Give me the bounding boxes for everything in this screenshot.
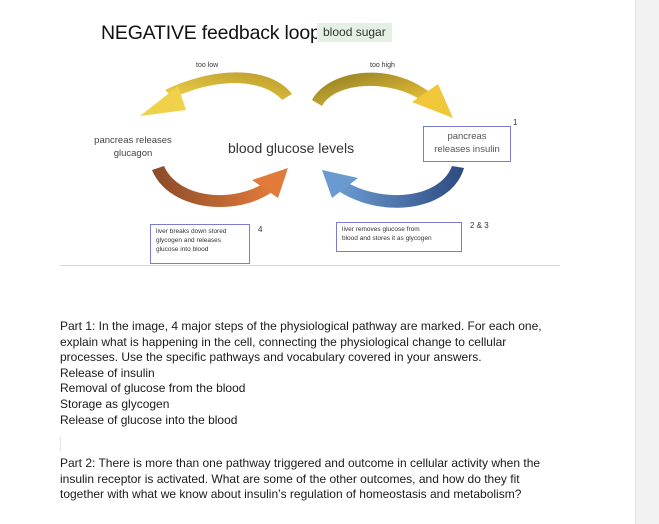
pancreas-insulin-box: pancreas releases insulin [423,126,511,162]
part1-block: Part 1: In the image, 4 major steps of t… [60,319,542,428]
step-item: Release of insulin [60,365,155,380]
liver-removes-box: liver removes glucose from blood and sto… [336,222,462,252]
top-left-arrowhead [140,86,186,116]
pancreas-glucagon-label: pancreas releases glucagon [94,135,172,159]
part2-line: together with what we know about insulin… [60,487,522,502]
too-low-label: too low [196,62,219,69]
step-item: Storage as glycogen [60,396,170,411]
part1-line: processes. Use the specific pathways and… [60,350,482,365]
part1-line: Part 1: In the image, 4 major steps of t… [60,319,542,333]
top-right-arrowhead [412,84,453,118]
bottom-right-arrowhead [322,170,358,198]
part1-line: explain what is happening in the cell, c… [60,334,507,349]
bottom-left-arrow [152,166,272,208]
part2-line: Part 2: There is more than one pathway t… [60,456,541,470]
diagram-title: NEGATIVE feedback loops: [101,22,336,44]
step-4-marker: 4 [258,225,263,234]
vertical-scrollbar[interactable] [635,0,659,524]
top-right-arrow [312,72,432,106]
bottom-divider [60,265,560,266]
top-left-arrow [165,72,292,100]
part2-block: Part 2: There is more than one pathway t… [60,456,540,503]
step-2-3-marker: 2 & 3 [470,221,489,230]
text-cursor [60,437,61,451]
part2-line: insulin receptor is activated. What are … [60,471,520,486]
liver-breaks-down-box: liver breaks down stored glycogen and re… [150,224,250,264]
too-high-label: too high [370,62,395,69]
step-item: Removal of glucose from the blood [60,381,246,396]
feedback-loop-diagram: NEGATIVE feedback loops: blood sugar too… [60,20,560,265]
cycle-arrows [140,72,464,208]
bottom-right-arrow [340,166,464,208]
step-item: Release of glucose into the blood [60,412,238,427]
step-1-marker: 1 [513,118,518,127]
title-tag: blood sugar [317,23,392,42]
blood-glucose-label: blood glucose levels [228,140,355,156]
bottom-left-arrowhead [252,168,288,198]
